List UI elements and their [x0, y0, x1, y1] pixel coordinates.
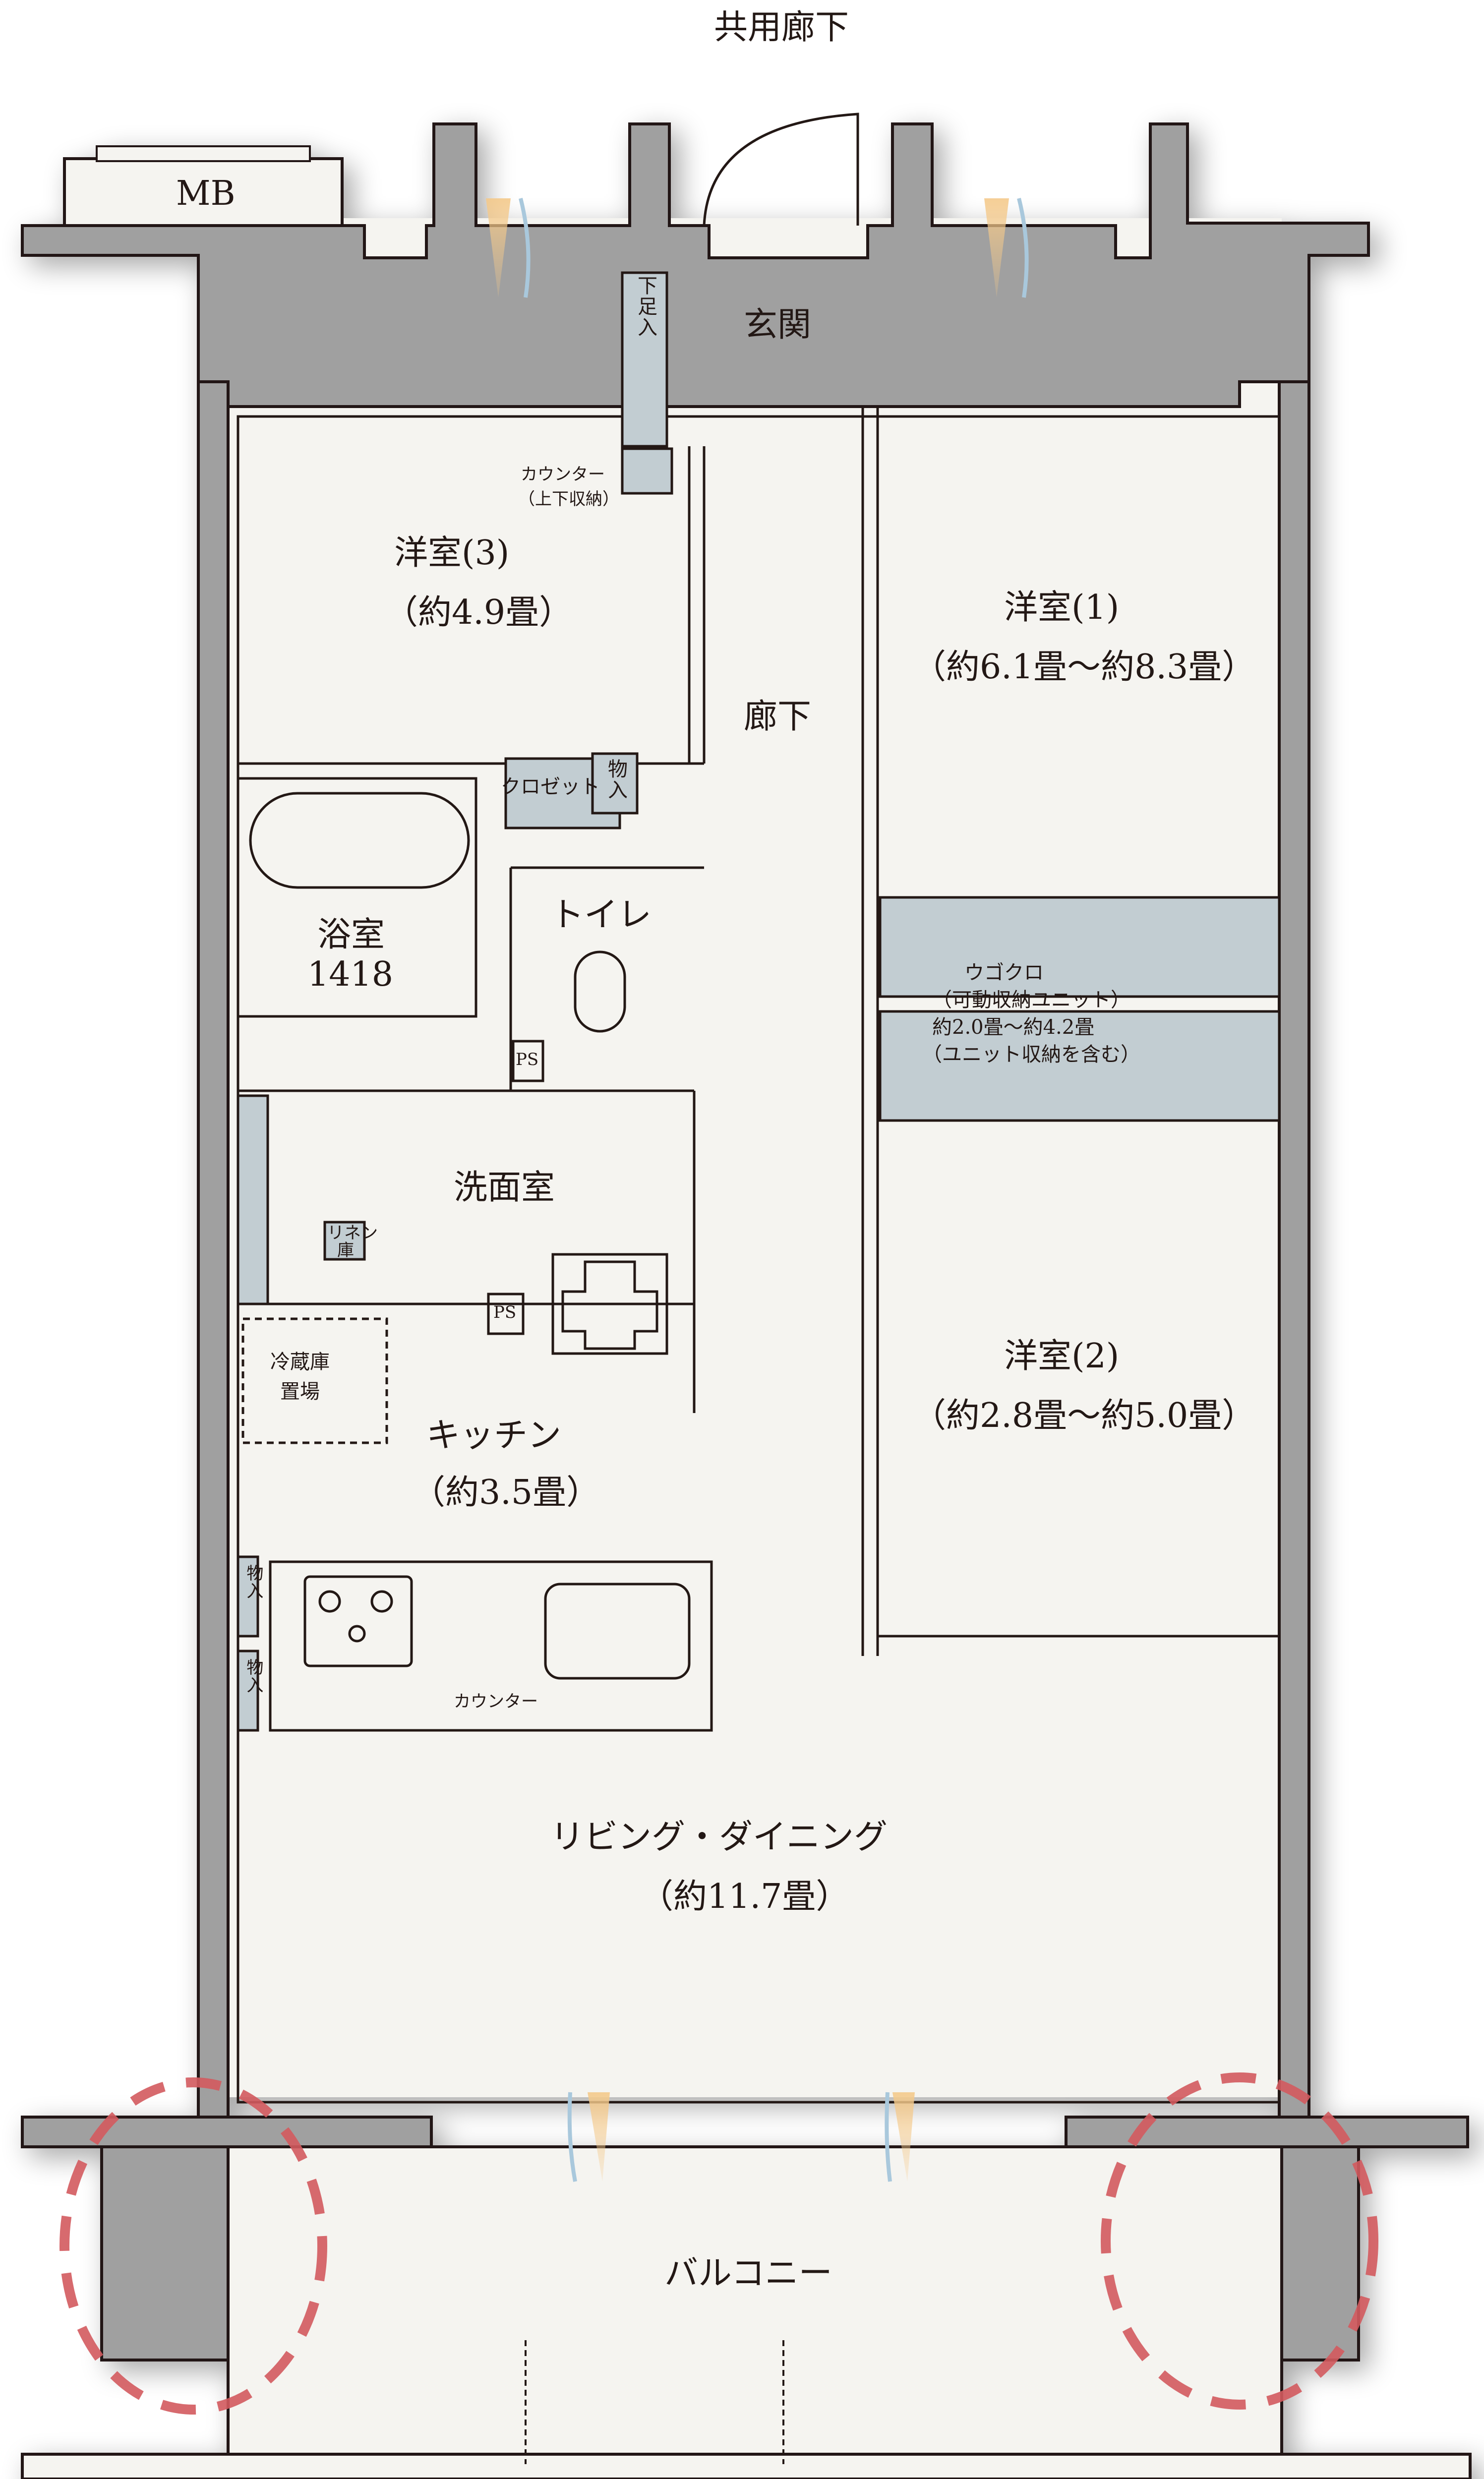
shoe-box-label: 下足入 — [634, 275, 657, 338]
kitchen-counter — [269, 1560, 713, 1732]
sunlight-icon — [486, 198, 511, 297]
fridge-label-1: 冷蔵庫 — [270, 1351, 330, 1373]
sunlight-icon — [984, 198, 1009, 297]
building-shell — [21, 122, 1472, 2479]
counter-storage — [621, 447, 673, 495]
shoe-box — [621, 271, 668, 448]
sunlight-icon — [892, 2092, 915, 2182]
western-room-1-name: 洋室(1) — [1004, 588, 1120, 627]
storage-hall — [591, 752, 639, 815]
kitchen-name: キッチン — [426, 1416, 562, 1455]
washroom-storage — [237, 1094, 269, 1305]
kitchen-storage-2 — [237, 1650, 259, 1732]
ugokuro-unit-top — [879, 896, 1281, 998]
toilet-icon — [574, 950, 626, 1033]
kitchen-size: （約3.5畳） — [412, 1473, 600, 1512]
fixtures — [241, 792, 713, 1732]
toilet-label: トイレ — [550, 895, 652, 935]
pipe-space-label-1: PS — [516, 1050, 539, 1069]
bathroom-label: 浴室 — [317, 915, 385, 954]
ugokuro-unit-bottom — [879, 1010, 1281, 1122]
ugokuro-label-3: 約2.0畳〜約4.2畳 — [932, 1016, 1095, 1039]
washer-icon — [561, 1260, 658, 1350]
western-room-3-name: 洋室(3) — [394, 533, 510, 573]
linen-closet — [323, 1221, 366, 1261]
kitchen-storage-1 — [237, 1555, 259, 1638]
entrance-label: 玄関 — [744, 305, 812, 345]
western-room-3-size: （約4.9畳） — [384, 593, 573, 632]
highlight-circles — [59, 2072, 1378, 2415]
living-dining-name: リビング・ダイニング — [550, 1818, 888, 1857]
ugokuro-label-4: （ユニット収納を含む） — [922, 1043, 1140, 1066]
pipe-space-label-2: PS — [493, 1302, 517, 1322]
sink-icon — [544, 1583, 691, 1680]
airflow-icon — [519, 198, 531, 298]
airflow-icon — [1017, 198, 1029, 298]
front-door-swing-icon — [703, 113, 859, 226]
bathroom-size-code: 1418 — [307, 955, 394, 994]
closet-label: クロゼット — [501, 775, 600, 798]
linen-label-1: リネン — [327, 1223, 378, 1243]
storage-label-hall: 物入 — [604, 759, 627, 800]
washer-pan-icon — [551, 1253, 668, 1355]
airflow-icon — [885, 2092, 892, 2182]
hallway-label: 廊下 — [744, 697, 812, 736]
western-room-1-size: （約6.1畳〜約8.3畳） — [912, 648, 1256, 687]
western-room-2-name: 洋室(2) — [1004, 1337, 1120, 1376]
storage-label-kitchen-1: 物入 — [243, 1564, 263, 1600]
western-room-2-size: （約2.8畳〜約5.0畳） — [912, 1396, 1256, 1435]
ugokuro-label-1: ウゴクロ — [964, 961, 1044, 984]
meter-box-label: MB — [176, 174, 236, 213]
burner-icon — [348, 1625, 366, 1643]
balcony-label: バルコニー — [664, 2254, 832, 2293]
counter-storage-label-2: （上下収納） — [518, 489, 619, 509]
balcony-lines — [525, 2340, 784, 2464]
interior-walls — [237, 407, 1281, 2104]
pipe-space-icon-1 — [512, 1040, 544, 1082]
stove-icon — [303, 1575, 413, 1667]
living-dining-size: （約11.7畳） — [640, 1877, 850, 1916]
burner-icon — [318, 1590, 341, 1613]
counter-label: カウンター — [454, 1692, 538, 1712]
bathtub-icon — [249, 792, 470, 889]
pipe-space-icon-2 — [487, 1293, 525, 1335]
storage-areas — [237, 271, 1281, 1732]
washroom-label: 洗面室 — [454, 1168, 555, 1207]
ugokuro-label-2: （可動収納ユニット） — [932, 989, 1130, 1011]
burner-icon — [370, 1590, 393, 1613]
counter-storage-label-1: カウンター — [521, 465, 605, 484]
storage-label-kitchen-2: 物入 — [243, 1658, 263, 1694]
fridge-space-icon — [241, 1317, 388, 1444]
linen-label-2: 庫 — [337, 1240, 354, 1260]
common-corridor-label: 共用廊下 — [714, 8, 849, 47]
fridge-label-2: 置場 — [280, 1380, 320, 1403]
airflow-icon — [567, 2092, 577, 2182]
ventilation-indicators — [486, 198, 1029, 2182]
sunlight-icon — [588, 2092, 610, 2182]
